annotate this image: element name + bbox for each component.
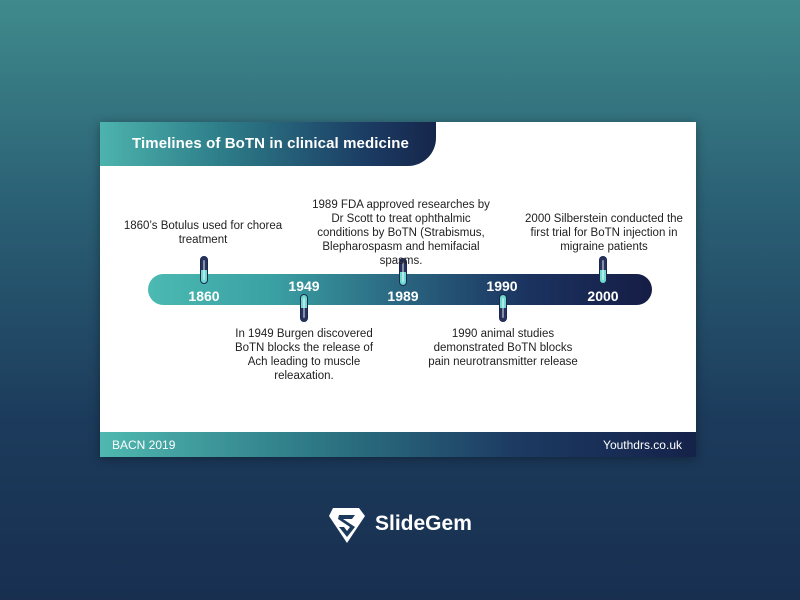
brand-logo: SlideGem <box>325 503 472 547</box>
event-text-1989: 1989 FDA approved researches by Dr Scott… <box>312 199 490 267</box>
year-label-1990: 1990 <box>486 278 518 294</box>
year-label-1860: 1860 <box>188 288 220 304</box>
year-label-1989: 1989 <box>387 288 419 304</box>
capsule-marker-1989-icon <box>399 258 407 286</box>
footer-left-text: BACN 2019 <box>112 438 176 452</box>
capsule-marker-2000-icon <box>599 256 607 284</box>
slide: Timelines of BoTN in clinical medicine 1… <box>100 122 696 457</box>
slidegem-logo-icon <box>329 508 365 543</box>
footer-right-text: Youthdrs.co.uk <box>603 438 682 452</box>
year-label-2000: 2000 <box>587 288 619 304</box>
event-text-2000: 2000 Silberstein conducted the first tri… <box>525 213 683 253</box>
brand-name: SlideGem <box>375 512 472 535</box>
title-bar: Timelines of BoTN in clinical medicine <box>100 122 436 166</box>
capsule-marker-1860-icon <box>200 256 208 284</box>
event-text-1949: In 1949 Burgen discovered BoTN blocks th… <box>234 328 374 382</box>
capsule-marker-1949-icon <box>300 294 308 322</box>
event-text-1990: 1990 animal studies demonstrated BoTN bl… <box>428 328 578 368</box>
year-label-1949: 1949 <box>288 278 320 294</box>
slide-title: Timelines of BoTN in clinical medicine <box>132 135 409 152</box>
capsule-marker-1990-icon <box>499 294 507 322</box>
slide-footer: BACN 2019 Youthdrs.co.uk <box>100 432 696 457</box>
event-text-1860: 1860’s Botulus used for chorea treatment <box>123 220 283 246</box>
